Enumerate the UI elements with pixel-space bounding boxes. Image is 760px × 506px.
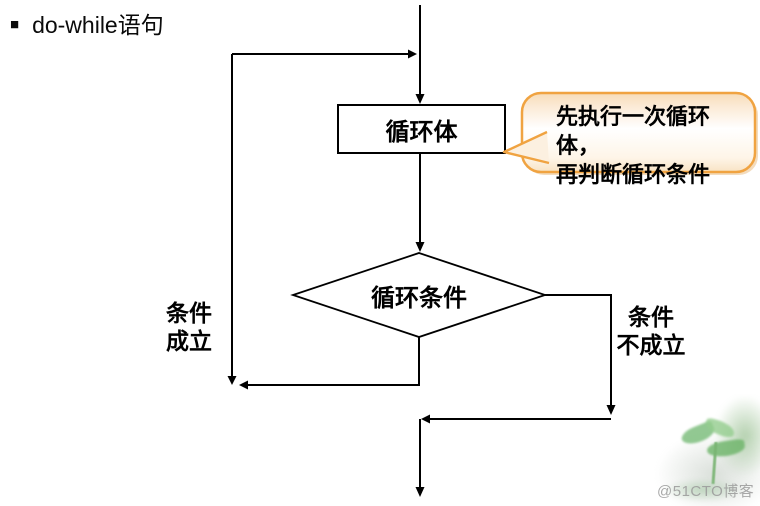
plant-decoration <box>643 394 760 506</box>
entry-arrow <box>415 5 425 104</box>
loop-body-box <box>337 104 506 154</box>
condition-false-arrow <box>545 294 616 415</box>
watermark-text: @51CTO博客 <box>657 483 755 500</box>
square-bullet-icon: ■ <box>10 15 20 33</box>
condition-false-label: 条件 不成立 <box>616 304 686 358</box>
callout-text: 先执行一次循环体， 再判断循环条件 <box>556 104 711 187</box>
condition-true-label: 条件 成立 <box>166 300 212 354</box>
exit-horizontal-arrow <box>421 414 611 424</box>
body-to-condition-arrow <box>415 153 425 252</box>
condition-true-arrow <box>239 337 420 390</box>
loop-body-label: 循环体 <box>385 118 458 146</box>
exit-arrow <box>415 419 425 497</box>
slide-title: ■ do-while语句 <box>10 6 164 40</box>
callout-bubble <box>502 91 758 175</box>
callout-tail <box>502 130 550 165</box>
condition-label: 循环条件 <box>371 284 467 312</box>
loopback-left-arrow <box>227 54 237 385</box>
page-title: do-while语句 <box>32 12 164 38</box>
loopback-top-arrow <box>232 49 417 59</box>
ground-blob-decoration <box>663 478 743 502</box>
